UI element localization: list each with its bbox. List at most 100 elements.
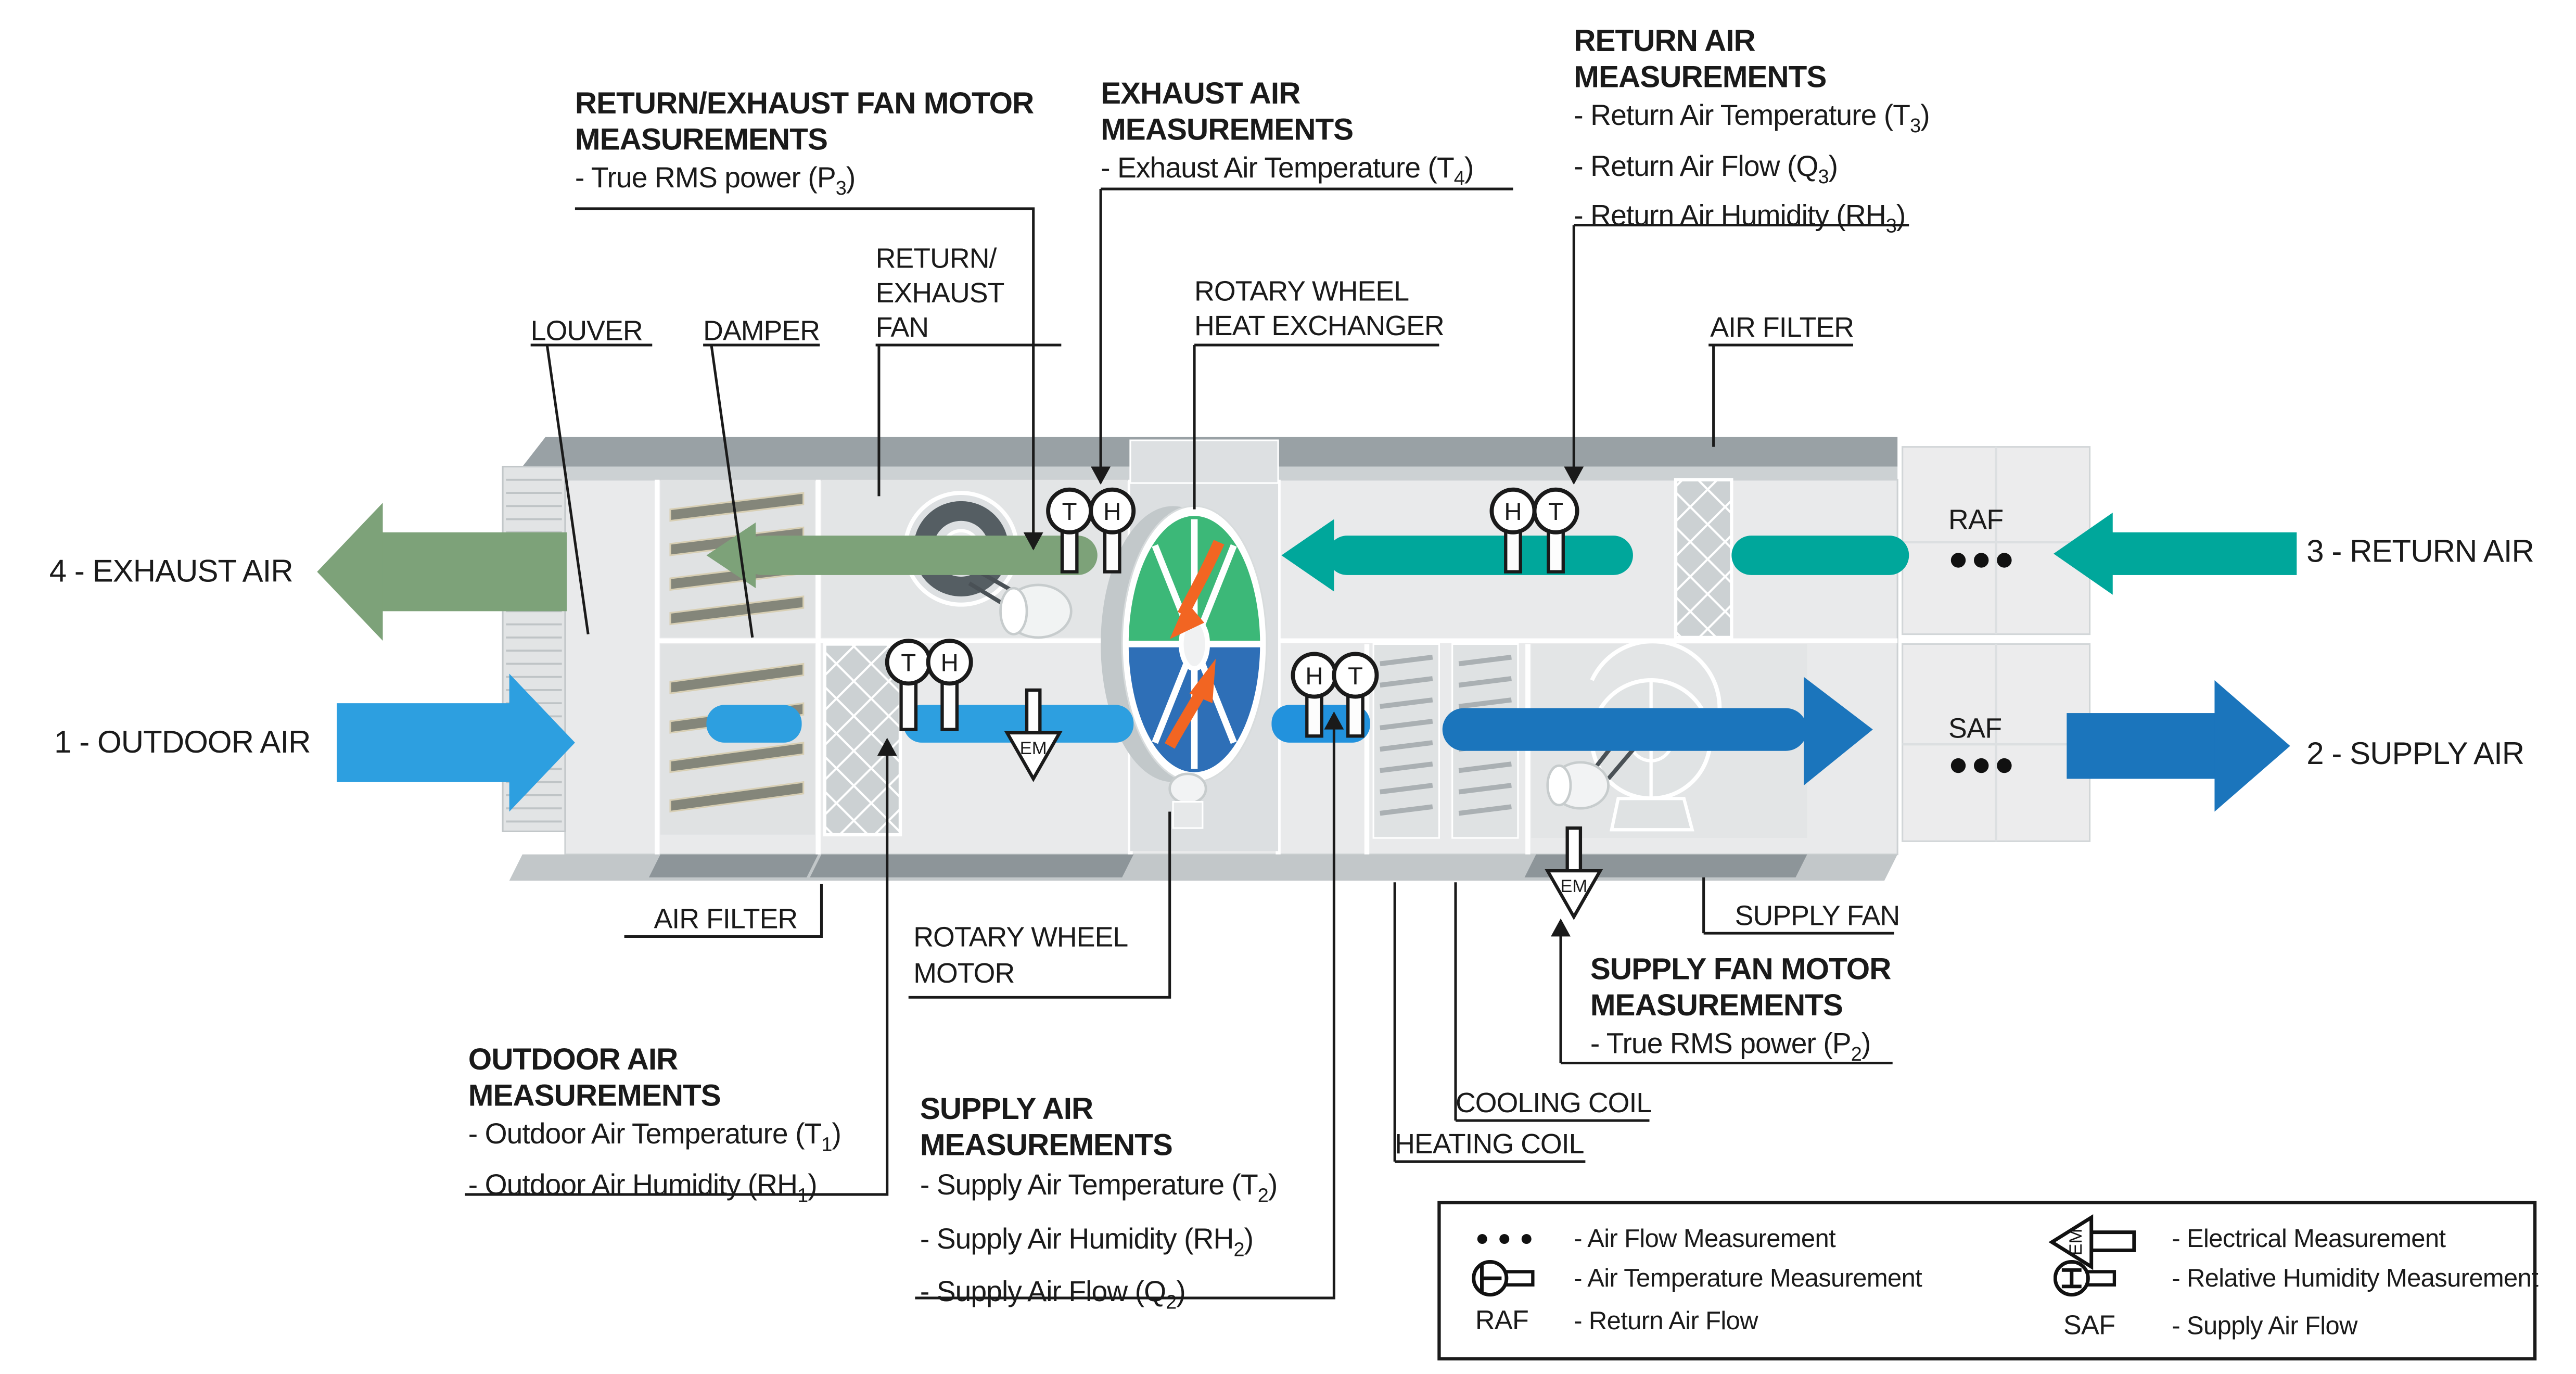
rwhx-callout xyxy=(1193,344,1439,510)
measurement-item: - Return Air Flow (Q3) xyxy=(1574,148,1838,187)
legend-saf-key: SAF xyxy=(2063,1311,2115,1341)
ref-fan-callout xyxy=(875,344,1062,497)
saf-airflow-dot xyxy=(1973,758,1989,773)
supply-air-arrow xyxy=(1271,677,2290,812)
measurement-item: - Outdoor Air Temperature (T1) xyxy=(468,1117,841,1156)
return-air-measurements: RETURN AIR MEASUREMENTS - Return Air Tem… xyxy=(1574,23,1930,246)
outdoor-humidity-sensor-icon: H xyxy=(926,639,973,731)
supply-motor-electrical-measurement-icon: EM xyxy=(1545,826,1603,920)
ahu-unit xyxy=(502,437,2091,881)
air-filter-bottom-callout xyxy=(624,884,823,938)
svg-text:H: H xyxy=(1504,498,1522,526)
svg-text:EM: EM xyxy=(1560,876,1587,896)
raf-label: RAF xyxy=(1948,504,2004,536)
air-filter-top-callout xyxy=(1708,344,1853,447)
saf-box xyxy=(1902,643,2091,842)
svg-text:T: T xyxy=(901,650,916,677)
damper-callout xyxy=(703,344,820,638)
raf-airflow-dot xyxy=(1950,553,1966,568)
legend-raf-key: RAF xyxy=(1475,1306,1529,1336)
legend-airflow-text: - Air Flow Measurement xyxy=(1574,1226,1836,1254)
damper-label: DAMPER xyxy=(703,315,820,347)
supply-meas-callout xyxy=(915,719,1335,1300)
legend-humidity-text: - Relative Humidity Measurement xyxy=(2172,1265,2539,1293)
exhaust-humidity-sensor-icon: H xyxy=(1089,487,1136,574)
louver-label: LOUVER xyxy=(530,315,643,347)
exhaust-air-flow-label: 4 - EXHAUST AIR xyxy=(49,555,294,590)
return-temp-sensor-icon: T xyxy=(1532,487,1579,574)
exhaust-meas-callout xyxy=(1099,187,1513,484)
svg-text:T: T xyxy=(1348,663,1363,690)
measurement-item: - Supply Air Temperature (T2) xyxy=(920,1168,1278,1207)
cooling-coil-label: COOLING COIL xyxy=(1455,1087,1652,1119)
cooling-coil-callout xyxy=(1454,882,1650,1122)
supply-fan-label: SUPPLY FAN xyxy=(1735,900,1901,932)
measurement-item: - True RMS power (P2) xyxy=(1590,1027,1871,1066)
return-exhaust-fan-label: RETURN/ EXHAUST FAN xyxy=(875,243,1005,344)
ref-motor-measurements: RETURN/EXHAUST FAN MOTOR MEASUREMENTS - … xyxy=(575,85,1034,208)
outdoor-air-measurements: OUTDOOR AIR MEASUREMENTS - Outdoor Air T… xyxy=(468,1041,841,1214)
supply-air-flow-label: 2 - SUPPLY AIR xyxy=(2306,737,2524,772)
rotary-wheel-motor-label: ROTARY WHEEL MOTOR xyxy=(913,922,1128,989)
supply-motor-callout xyxy=(1559,926,1893,1065)
legend-electrical-text: - Electrical Measurement xyxy=(2172,1226,2446,1254)
measurement-item: - Supply Air Humidity (RH2) xyxy=(920,1222,1254,1261)
outdoor-air-flow-label: 1 - OUTDOOR AIR xyxy=(54,726,311,761)
rotary-wheel-hx-label: ROTARY WHEEL HEAT EXCHANGER xyxy=(1194,276,1445,342)
svg-text:EM: EM xyxy=(2066,1229,2086,1256)
heating-coil xyxy=(1372,643,1440,839)
rotary-wheel-heat-exchanger xyxy=(1101,439,1279,851)
rwm-callout xyxy=(908,811,1171,999)
svg-text:EM: EM xyxy=(1020,739,1047,758)
rotary-wheel-motor xyxy=(1168,772,1207,805)
air-filter-top-label: AIR FILTER xyxy=(1710,312,1854,344)
louver-callout xyxy=(530,344,653,634)
heating-coil-label: HEATING COIL xyxy=(1395,1128,1584,1160)
heating-coil-callout xyxy=(1393,882,1586,1163)
outdoor-temp-sensor-icon: T xyxy=(885,639,932,731)
exhaust-air-arrow xyxy=(317,503,1098,641)
saf-airflow-dot xyxy=(1997,758,2012,773)
raf-box xyxy=(1902,446,2091,635)
svg-text:H: H xyxy=(941,650,959,677)
outdoor-air-arrow xyxy=(337,673,1134,812)
airflow-dots-icon: ●●● xyxy=(1475,1224,1542,1251)
measurement-item: - Exhaust Air Temperature (T4) xyxy=(1101,151,1474,190)
ref-motor-electrical-measurement-icon: EM xyxy=(1004,688,1063,782)
svg-text:H: H xyxy=(1305,663,1323,690)
svg-text:H: H xyxy=(1103,498,1121,526)
return-air-flow-label: 3 - RETURN AIR xyxy=(2306,536,2534,570)
legend-saf-text: - Supply Air Flow xyxy=(2172,1313,2357,1341)
measurement-item: - Outdoor Air Humidity (RH1) xyxy=(468,1167,818,1206)
legend-raf-text: - Return Air Flow xyxy=(1574,1307,1758,1336)
saf-airflow-dot xyxy=(1950,758,1966,773)
measurement-item: - Return Air Temperature (T3) xyxy=(1574,98,1930,137)
measurement-item: - True RMS power (P3) xyxy=(575,161,856,200)
flow-arrows xyxy=(317,503,2297,812)
outdoor-meas-callout xyxy=(465,749,889,1196)
ref-motor-callout xyxy=(575,207,1035,549)
svg-text:T: T xyxy=(1548,498,1563,526)
raf-airflow-dot xyxy=(1997,553,2012,568)
supply-fan-callout xyxy=(1702,877,1894,935)
callout-arrowheads xyxy=(877,466,1584,937)
legend xyxy=(1437,1201,2537,1360)
return-air-filter xyxy=(1674,478,1733,640)
raf-airflow-dot xyxy=(1973,553,1989,568)
callout-lines xyxy=(465,187,1909,1300)
saf-label: SAF xyxy=(1948,713,2002,745)
exhaust-air-measurements: EXHAUST AIR MEASUREMENTS - Exhaust Air T… xyxy=(1101,75,1474,198)
supply-fan-motor-measurements: SUPPLY FAN MOTOR MEASUREMENTS - True RMS… xyxy=(1590,951,1892,1074)
supply-humidity-sensor-icon: H xyxy=(1291,652,1338,738)
air-filter-bottom-label: AIR FILTER xyxy=(654,904,798,935)
measurement-item: - Return Air Humidity (RH3) xyxy=(1574,198,1906,238)
sensors: T H H T T H xyxy=(885,487,1603,920)
supply-temp-sensor-icon: T xyxy=(1332,652,1379,738)
svg-text:T: T xyxy=(1062,498,1077,526)
measurement-item: - Supply Air Flow (Q2) xyxy=(920,1275,1186,1314)
return-meas-callout xyxy=(1572,223,1909,484)
legend-temp-text: - Air Temperature Measurement xyxy=(1574,1265,1922,1293)
